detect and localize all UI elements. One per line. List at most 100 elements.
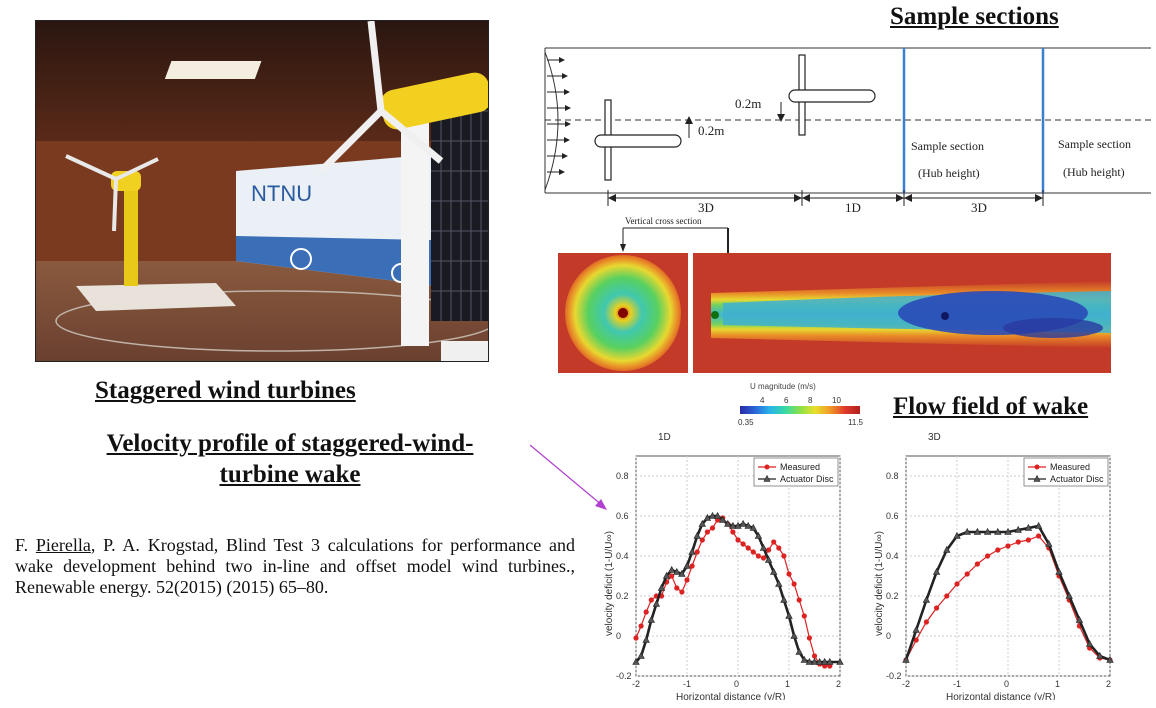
chart-3d-series-1-point-12 <box>1024 523 1033 531</box>
chart-3d-series-1-point-17 <box>1075 615 1084 623</box>
chart-3d-series-1-point-16 <box>1065 591 1073 599</box>
chart-1d-series-1-point-29 <box>780 595 788 603</box>
chart-3d-series-0-point-8 <box>985 553 991 559</box>
chart-1d-series-0-point-30 <box>786 571 792 577</box>
sample-section-2-label: Sample section <box>1058 137 1131 151</box>
citation-author: Pierella <box>35 535 91 555</box>
velocity-title-line1: Velocity profile of staggered-wind- <box>106 430 474 457</box>
chart-1d-xtick-3: 1 <box>785 679 790 689</box>
chart-1d-series-1-point-28 <box>775 579 783 587</box>
chart-3d-series-0-point-2 <box>923 619 929 625</box>
sample-section-1-sublabel: (Hub height) <box>918 166 980 180</box>
turbine-1-nacelle <box>594 134 682 148</box>
chart-3d-legend-marker-0 <box>1034 464 1040 470</box>
chart-1d-series-0-point-31 <box>791 581 797 587</box>
chart-1d-series-1-point-4 <box>652 599 661 607</box>
citation-prefix: F. <box>15 535 36 555</box>
colorbar-tick-4: 8 <box>808 396 813 405</box>
chart-1d-series-0-point-26 <box>766 547 772 553</box>
chart-1d-series-0-point-21 <box>740 541 746 547</box>
chart-1d-series-0-point-12 <box>694 549 700 555</box>
chart-1d-title: 1D <box>658 432 671 443</box>
chart-1d-legend-label-0: Measured <box>780 462 820 472</box>
chart-3d-series-1-point-20 <box>1106 655 1114 663</box>
sample-section-2-sublabel: (Hub height) <box>1063 165 1125 179</box>
chart-1d-series-0-point-20 <box>735 537 741 543</box>
chart-1d-series-1-point-12 <box>693 531 701 539</box>
offset-label-bottom: 0.2m <box>698 123 724 138</box>
pointer-arrow <box>529 444 607 510</box>
chart-3d-series-1-point-6 <box>963 527 971 535</box>
chart-1d-series-1-point-13 <box>698 519 706 527</box>
chart-3d-series-1-point-19 <box>1096 651 1104 659</box>
turbine-photo-illustration: NTNU <box>36 21 488 361</box>
chart-3d-series-1-point-7 <box>973 527 982 535</box>
chart-1d-series-1-point-10 <box>683 561 691 569</box>
chart-1d-series-1-point-30 <box>785 611 793 619</box>
sample-section-1-label: Sample section <box>911 139 984 153</box>
chart-3d-ytick-1: 0 <box>886 631 891 641</box>
chart-3d-series-1-point-15 <box>1055 567 1063 575</box>
chart-1d-series-0-point-23 <box>750 549 756 555</box>
dim-label-3d-first: 3D <box>698 200 714 215</box>
chart-1d-ytick-4: 0.6 <box>616 511 629 521</box>
chart-1d-series-1-point-16 <box>713 511 722 519</box>
chart-1d-series-1-point-39 <box>836 657 844 665</box>
chart-1d-series-1-point-22 <box>744 521 752 529</box>
chart-3d-series-0-point-4 <box>944 593 950 599</box>
chart-1d-series-1-point-15 <box>708 511 717 519</box>
colorbar <box>740 406 860 414</box>
chart-3d-ytick-2: 0.2 <box>886 591 899 601</box>
colorbar-tick-max: 11.5 <box>848 418 863 427</box>
turbine-2-nacelle <box>788 89 876 103</box>
chart-1d-legend-label-1: Actuator Disc <box>780 474 834 484</box>
chart-1d-series-1-point-18 <box>724 519 732 527</box>
chart-1d-series-1-point-21 <box>739 519 747 527</box>
chart-3d-ytick-5: 0.8 <box>886 471 899 481</box>
chart-3d-series-0-point-13 <box>1036 533 1042 539</box>
chart-1d-series-0-point-0 <box>633 635 639 641</box>
chart-3d-xlabel: Horizontal distance (y/R) <box>946 692 1055 700</box>
chart-1d-ytick-2: 0.2 <box>616 591 629 601</box>
chart-1d-series-1-point-6 <box>662 571 671 579</box>
wake-contour <box>693 253 1111 373</box>
chart-3d-ytick-0: -0.2 <box>886 671 902 681</box>
colorbar-tick-min: 0.35 <box>738 418 754 427</box>
chart-1d-series-0-point-8 <box>674 585 680 591</box>
chart-3d-series-0-point-3 <box>934 605 940 611</box>
offset-label-top: 0.2m <box>735 96 761 111</box>
chart-3d-xtick-0: -2 <box>902 679 910 689</box>
chart-1d-series-0-point-14 <box>704 529 710 535</box>
colorbar-title: U magnitude (m/s) <box>750 382 816 391</box>
vertical-cross-section-label: Vertical cross section <box>625 216 702 226</box>
chart-3d-ylabel: velocity deficit (1-U/U∞) <box>874 531 885 636</box>
chart-3d-title: 3D <box>928 432 941 443</box>
chart-3d-series-1-point-1 <box>912 625 920 633</box>
chart-1d-xtick-4: 2 <box>836 679 841 689</box>
velocity-title-line2: turbine wake <box>219 461 361 488</box>
chart-1d-series-0-point-35 <box>811 653 818 659</box>
chart-1d-series-1-point-2 <box>642 635 650 643</box>
chart-1d-series-0-point-22 <box>745 545 751 551</box>
chart-3d-series-0-point-11 <box>1015 539 1021 545</box>
chart-1d-ytick-5: 0.8 <box>616 471 629 481</box>
chart-1d-series-1-point-9 <box>678 569 686 577</box>
chart-1d-xtick-1: -1 <box>683 679 691 689</box>
chart-3d-series-1-point-5 <box>953 531 961 539</box>
chart-1d-series-0-point-7 <box>669 573 675 579</box>
chart-1d-series-1-line <box>635 514 840 664</box>
chart-1d-series-0-point-1 <box>638 623 644 629</box>
chart-3d-series-0-point-5 <box>954 581 960 587</box>
chart-1d-series-1-point-14 <box>703 513 712 521</box>
chart-1d-ytick-1: 0 <box>616 631 621 641</box>
chart-1d-xlabel: Horizontal distance (y/R) <box>676 692 785 700</box>
chart-3d-series-1-point-9 <box>994 527 1002 535</box>
chart-1d-series-1-point-31 <box>790 631 798 639</box>
chart-3d-series-1-point-13 <box>1034 521 1043 529</box>
chart-3d-series-1-point-2 <box>922 595 931 603</box>
chart-3d-series-1-point-4 <box>943 545 951 553</box>
chart-3d-xtick-1: -1 <box>953 679 961 689</box>
chart-1d-series-1-point-38 <box>826 657 834 665</box>
